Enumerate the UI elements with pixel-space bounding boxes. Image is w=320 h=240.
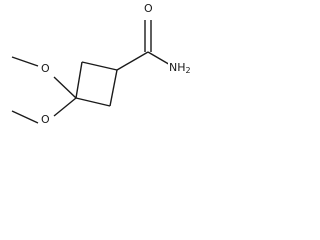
upper-methoxy-oxygen-label: O [40,62,51,75]
ring-to-lower-oxygen-bond [53,97,77,117]
upper-methoxy-methyl-bond [11,56,39,67]
ring-bond-left [75,61,83,99]
carbonyl-oxygen-label: O [143,2,154,15]
amide-nitrogen-label: NH2 [168,61,192,77]
ring-bond-top [81,61,118,71]
skeletal-formula [11,20,173,124]
ring-bond-bottom [75,97,111,107]
ring-to-carbonyl-bond [116,51,149,71]
lower-methoxy-oxygen-label: O [40,113,51,126]
ring-to-upper-oxygen-bond [53,76,77,99]
chemical-structure-diagram: O NH2 O O [0,0,206,140]
lower-methoxy-methyl-bond [11,110,39,124]
ring-bond-right [109,69,118,107]
